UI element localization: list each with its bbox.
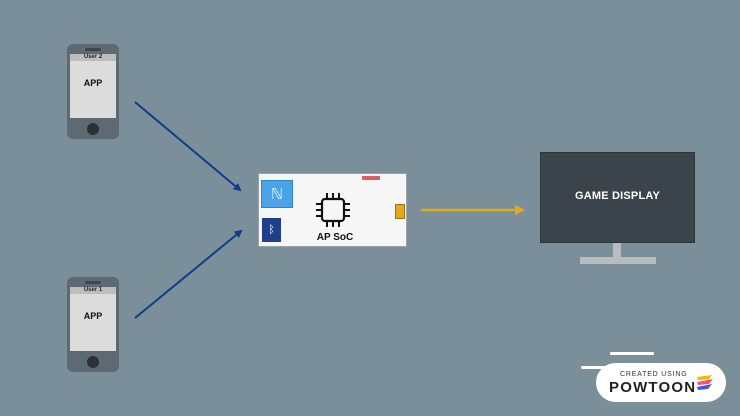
output-port <box>395 204 405 219</box>
phone-user-label: User 2 <box>70 54 116 61</box>
speed-line <box>581 366 607 369</box>
powtoon-logo-text: POWTOON <box>609 379 697 396</box>
phone-user-2: User 2 APP <box>67 44 119 139</box>
bluetooth-icon: ᛒ <box>268 223 275 236</box>
nfc-icon: ℕ <box>270 185 283 203</box>
game-display-label: GAME DISPLAY <box>574 190 661 202</box>
phone-app-label: APP <box>83 311 103 321</box>
phone-home-button-icon <box>87 123 99 135</box>
phone-app-label: APP <box>83 78 103 88</box>
monitor-stand-neck <box>613 243 621 257</box>
phone-speaker-icon <box>85 281 101 284</box>
arrow-user2-to-soc <box>134 101 242 192</box>
game-display-monitor: GAME DISPLAY <box>540 152 695 243</box>
bluetooth-chip: ᛒ <box>262 218 281 242</box>
phone-screen: User 1 APP <box>70 287 116 351</box>
created-using-label: CREATED USING <box>620 371 688 378</box>
phone-home-button-icon <box>87 356 99 368</box>
monitor-stand-base <box>580 257 656 264</box>
powtoon-badge[interactable]: CREATED USING POWTOON <box>596 363 726 402</box>
phone-user-1: User 1 APP <box>67 277 119 372</box>
speed-line <box>610 352 654 355</box>
ap-soc-board: ℕ ᛒ AP SoC <box>258 173 407 247</box>
phone-screen: User 2 APP <box>70 54 116 118</box>
soc-label: AP SoC <box>316 232 354 243</box>
processor-chip-icon <box>316 193 350 227</box>
nfc-chip: ℕ <box>261 180 293 208</box>
arrow-user1-to-soc <box>134 229 243 319</box>
status-led-strip <box>362 176 380 180</box>
powtoon-logo-icon <box>697 375 713 390</box>
phone-user-label: User 1 <box>70 287 116 294</box>
phone-speaker-icon <box>85 48 101 51</box>
